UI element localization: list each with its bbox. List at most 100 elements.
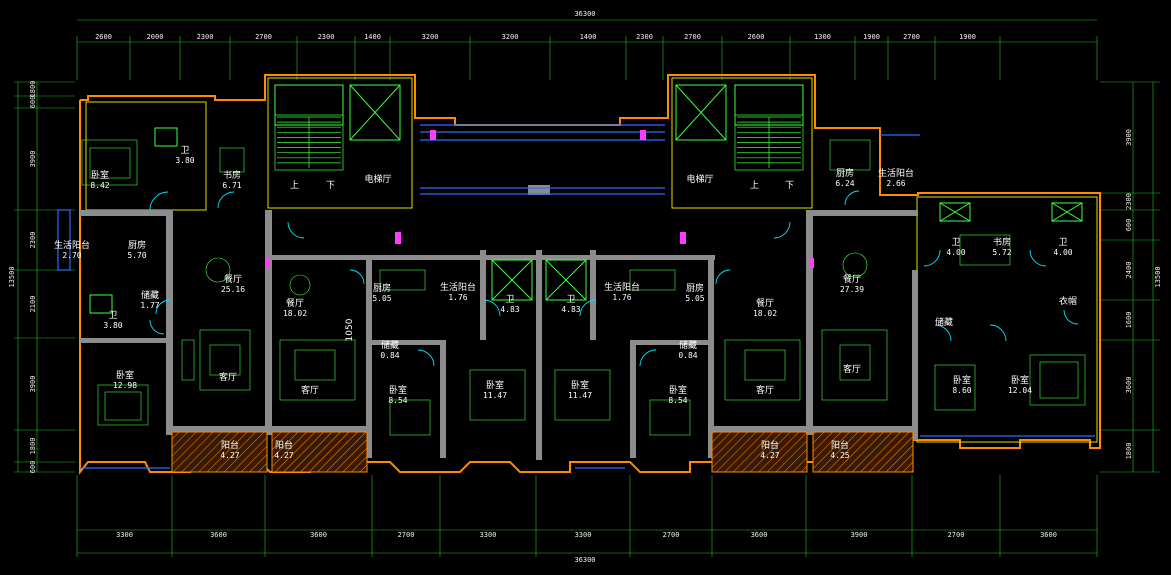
room-name: 阳台 <box>761 439 779 451</box>
room-area: 18.02 <box>753 309 777 318</box>
bottom-dim-label: 3600 <box>310 531 327 539</box>
doors <box>149 190 1079 367</box>
room-area: 0.84 <box>678 351 697 360</box>
room-name: 餐厅 <box>224 273 242 285</box>
left-dim-label: 600 <box>29 96 37 109</box>
room-area: 12.98 <box>113 381 137 390</box>
room-name: 生活阳台 <box>604 281 640 293</box>
right-total-dimension: 13500 <box>1154 266 1162 287</box>
stair-down-right: 下 <box>785 181 794 191</box>
room-area: 8.54 <box>388 396 407 405</box>
room-name: 生活阳台 <box>54 239 90 251</box>
room-area: 27.39 <box>840 285 864 294</box>
top-dim-label: 2300 <box>636 33 653 41</box>
room-name: 卧室 <box>953 374 971 386</box>
top-dim-label: 2700 <box>684 33 701 41</box>
right-dim-label: 1600 <box>1125 312 1133 329</box>
room-name: 客厅 <box>843 363 861 375</box>
bottom-dim-label: 3300 <box>116 531 133 539</box>
stair-up-right: 上 <box>750 180 759 191</box>
room-name: 生活阳台 <box>440 281 476 293</box>
windows <box>57 124 1095 469</box>
room-area: 2.70 <box>62 251 81 260</box>
room-name: 卫 <box>951 238 960 248</box>
room-area: 8.60 <box>952 386 971 395</box>
room-name: 储藏 <box>679 339 697 351</box>
left-dim-label: 3900 <box>29 376 37 393</box>
top-dim-label: 2300 <box>197 33 214 41</box>
room-area: 6.71 <box>222 181 241 190</box>
walls <box>80 185 918 460</box>
room-name: 厨房 <box>373 282 391 294</box>
room-area: 3.80 <box>175 156 194 165</box>
top-dim-label: 1900 <box>863 33 880 41</box>
room-area: 5.72 <box>992 248 1011 257</box>
room-area: 5.70 <box>127 251 146 260</box>
room-name: 阳台 <box>831 439 849 451</box>
top-dim-label: 3200 <box>422 33 439 41</box>
room-name: 卧室 <box>571 379 589 391</box>
room-name: 餐厅 <box>756 297 774 309</box>
room-name: 储藏 <box>935 316 953 328</box>
room-area: 1.76 <box>612 293 631 302</box>
room-name: 卧室 <box>486 379 504 391</box>
room-name: 生活阳台 <box>878 167 914 179</box>
right-core <box>675 84 804 171</box>
top-dim-label: 2600 <box>95 33 112 41</box>
room-area: 5.05 <box>685 294 704 303</box>
room-name: 电梯厅 <box>364 173 391 185</box>
room-area: 6.24 <box>835 179 854 188</box>
room-area: 8.54 <box>668 396 687 405</box>
bottom-dim-label: 2700 <box>948 531 965 539</box>
left-core <box>274 84 401 171</box>
room-area: 4.27 <box>760 451 779 460</box>
room-name: 卧室 <box>389 384 407 396</box>
right-dim-label: 2300 <box>1125 193 1133 210</box>
room-name: 卧室 <box>669 384 687 396</box>
room-name: 卫 <box>566 295 575 305</box>
top-dim-label: 2600 <box>748 33 765 41</box>
room-area: 18.02 <box>283 309 307 318</box>
room-area: 4.00 <box>1053 248 1072 257</box>
room-name: 客厅 <box>756 384 774 396</box>
top-dim-label: 2000 <box>147 33 164 41</box>
room-name: 卫 <box>1058 238 1067 248</box>
bottom-dim-label: 2700 <box>663 531 680 539</box>
stair-up-left: 上 <box>290 180 299 191</box>
balcony-2 <box>271 431 368 473</box>
room-name: 餐厅 <box>286 297 304 309</box>
stair-down-left: 下 <box>326 181 335 191</box>
top-total-dimension: 36300 <box>574 10 595 18</box>
balcony-3 <box>711 431 808 473</box>
room-area: 2.66 <box>886 179 905 188</box>
room-area: 11.47 <box>483 391 507 400</box>
room-area: 4.27 <box>274 451 293 460</box>
top-dim-label: 1400 <box>364 33 381 41</box>
balcony-4 <box>812 431 914 473</box>
bottom-dim-label: 2700 <box>398 531 415 539</box>
room-area: 12.04 <box>1008 386 1032 395</box>
left-dim-label: 1800 <box>29 81 37 98</box>
room-area: 1.76 <box>448 293 467 302</box>
room-name: 厨房 <box>686 282 704 294</box>
room-name: 卫 <box>505 295 514 305</box>
left-dim-label: 2100 <box>29 296 37 313</box>
room-name: 厨房 <box>128 239 146 251</box>
room-name: 卫 <box>108 311 117 321</box>
room-area: 8.42 <box>90 181 109 190</box>
room-area: 4.27 <box>220 451 239 460</box>
bottom-dim-label: 3600 <box>210 531 227 539</box>
right-dim-label: 3600 <box>1125 377 1133 394</box>
marker-1050: 1050 <box>345 318 355 341</box>
balcony-1 <box>171 431 268 473</box>
room-name: 阳台 <box>221 439 239 451</box>
room-area: 5.05 <box>372 294 391 303</box>
room-area: 3.80 <box>103 321 122 330</box>
room-name: 卫 <box>180 146 189 156</box>
bottom-dim-label: 3600 <box>751 531 768 539</box>
top-dim-label: 2700 <box>903 33 920 41</box>
room-area: 1.77 <box>140 301 159 310</box>
top-dim-label: 2700 <box>255 33 272 41</box>
room-area: 4.25 <box>830 451 849 460</box>
